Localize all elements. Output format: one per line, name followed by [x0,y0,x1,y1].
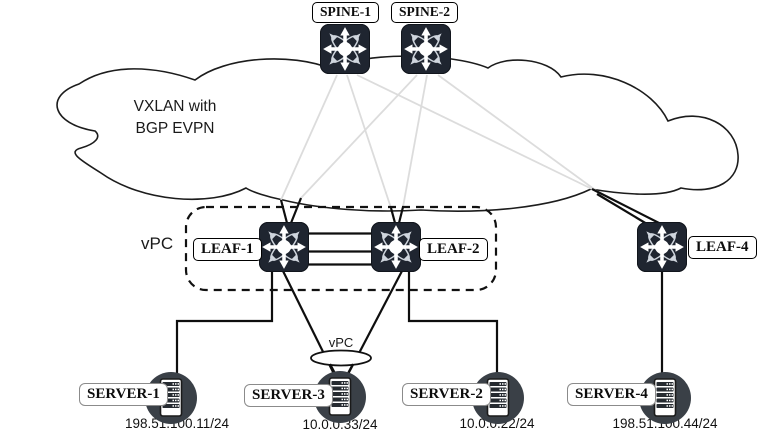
cloud-label-line2: BGP EVPN [135,120,215,137]
vpc-domain-box [184,205,498,292]
server-4-label: SERVER-4 [567,383,656,406]
spine-1-label: SPINE-1 [312,2,380,23]
multilayer-switch-icon [320,24,370,74]
spine-2-node [401,24,451,74]
server-2-label: SERVER-2 [402,383,491,406]
vpc-port-channel-ellipse [310,349,372,367]
cloud-shape [56,55,739,212]
vpc-domain-label: vPC [141,234,174,253]
leaf-2-label: LEAF-2 [419,238,488,261]
leaf-4-node [637,222,687,272]
spine-2-label: SPINE-2 [391,2,459,23]
multilayer-switch-icon [259,222,309,272]
leaf-1-node [259,222,309,272]
vpc-port-channel-label: vPC [328,335,354,350]
server-1-label: SERVER-1 [79,383,168,406]
cloud-label: VXLAN with BGP EVPN [100,96,250,140]
server-3-label: SERVER-3 [244,384,333,407]
leaf-1-label: LEAF-1 [193,238,262,261]
underlay-links [280,74,599,209]
server-1-ip: 198.51.100.11/24 [124,416,230,431]
leaf-2-node [371,222,421,272]
leaf-4-label: LEAF-4 [688,236,757,259]
multilayer-switch-icon [401,24,451,74]
spine-1-node [320,24,370,74]
cloud-label-line1: VXLAN with [133,98,217,115]
server-3-ip: 10.0.0.33/24 [302,417,378,432]
multilayer-switch-icon [371,222,421,272]
physical-links [175,188,664,379]
multilayer-switch-icon [637,222,687,272]
